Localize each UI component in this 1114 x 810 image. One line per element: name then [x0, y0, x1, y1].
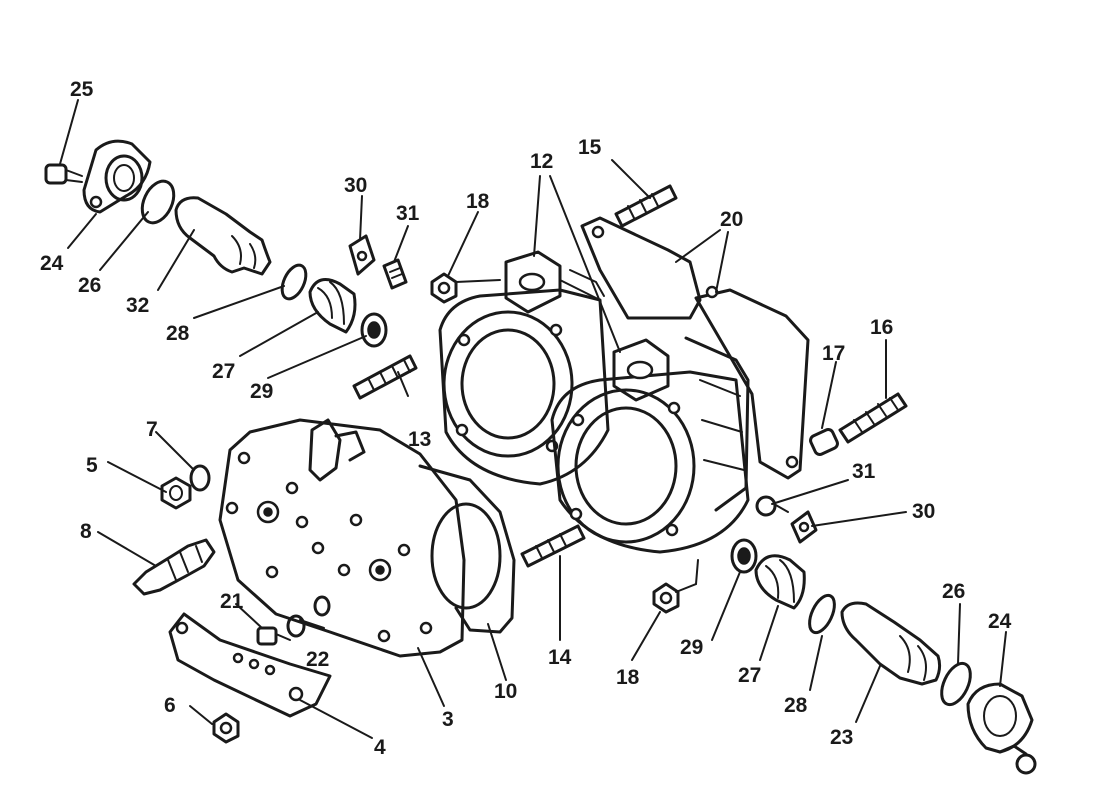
joint-27-left [308, 278, 357, 334]
callout-28-left: 28 [166, 322, 190, 345]
callout-20: 20 [720, 208, 743, 231]
o-ring-28-right [808, 593, 836, 635]
callout-29-left: 29 [250, 380, 273, 403]
leader-lines [59, 99, 1007, 739]
callout-18-upper: 18 [466, 190, 490, 213]
clamp-30-right [790, 510, 818, 544]
o-ring-26-left [140, 179, 176, 225]
cylinder-front [550, 336, 750, 554]
seal-29-right [730, 538, 758, 574]
callout-7: 7 [146, 418, 158, 441]
callout-4: 4 [374, 736, 386, 759]
callout-27-left: 27 [212, 360, 235, 383]
bracket-4 [168, 612, 332, 718]
bolt-25-right [998, 744, 1037, 775]
callout-23: 23 [830, 726, 853, 749]
stud-16 [838, 392, 908, 444]
cylinder-base-gasket-20 [580, 216, 810, 480]
spark-plug-8 [132, 538, 216, 596]
callout-5: 5 [86, 454, 98, 477]
callout-10: 10 [494, 680, 517, 703]
cylinder-head-3 [218, 418, 466, 658]
nut-6 [212, 712, 240, 744]
callout-12: 12 [530, 150, 553, 173]
clamp-30-left [348, 234, 376, 276]
callout-17: 17 [822, 342, 845, 365]
callout-30-left: 30 [344, 174, 367, 197]
callout-15: 15 [578, 136, 602, 159]
callout-8: 8 [80, 520, 92, 543]
dowel-17 [809, 428, 839, 456]
callout-16: 16 [870, 316, 893, 339]
callout-6: 6 [164, 694, 176, 717]
water-outlet-cover-24-left [82, 139, 152, 214]
bolt-31-right [755, 495, 789, 517]
callout-26-left: 26 [78, 274, 101, 297]
callout-24-left: 24 [40, 252, 64, 275]
o-ring-28-left [280, 263, 308, 301]
stud-15 [614, 184, 678, 228]
callout-26-right: 26 [942, 580, 965, 603]
callout-24-right: 24 [988, 610, 1012, 633]
nut-18-lower [652, 582, 680, 614]
head-gasket-10 [418, 464, 516, 634]
bolt-25 [44, 163, 83, 185]
callout-13: 13 [408, 428, 431, 451]
nut-18-upper [430, 272, 458, 304]
callout-22: 22 [306, 648, 329, 671]
callout-14: 14 [548, 646, 572, 669]
washer-7 [189, 464, 211, 492]
callout-30-right: 30 [912, 500, 935, 523]
cylinder-rear [438, 250, 610, 486]
callout-25: 25 [70, 78, 94, 101]
bolt-21 [256, 626, 291, 646]
washer-22 [286, 595, 331, 638]
o-ring-26-right [940, 661, 972, 707]
callout-18-lower: 18 [616, 666, 640, 689]
callout-32: 32 [126, 294, 149, 317]
water-outlet-cover-24-right [966, 682, 1034, 754]
temperature-sender-5 [160, 476, 192, 510]
callout-21: 21 [220, 590, 244, 613]
stud-14 [520, 524, 586, 568]
water-pipe-32 [174, 196, 272, 276]
bolt-31-left [382, 258, 408, 290]
stud-13 [352, 354, 418, 400]
callout-31-left: 31 [396, 202, 420, 225]
seal-29-left [360, 312, 388, 348]
callout-28-right: 28 [784, 694, 808, 717]
callout-3: 3 [442, 708, 454, 731]
water-pipe-23 [840, 601, 942, 686]
joint-27-right [754, 554, 806, 610]
callout-31-right: 31 [852, 460, 876, 483]
callout-29-right: 29 [680, 636, 703, 659]
callouts: 25 24 26 32 28 27 29 30 31 18 12 15 20 1… [40, 78, 1012, 759]
callout-27-right: 27 [738, 664, 761, 687]
